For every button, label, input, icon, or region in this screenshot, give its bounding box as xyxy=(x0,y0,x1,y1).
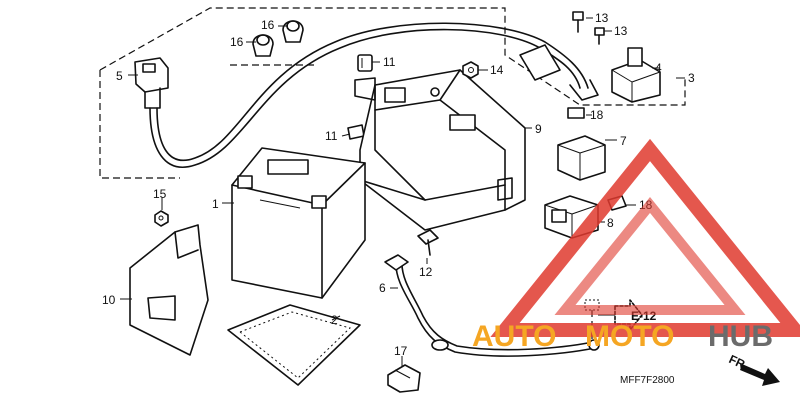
callout-5: 5 xyxy=(116,69,123,83)
fuse-part-18-upper xyxy=(567,107,585,119)
watermark-triangle-outer xyxy=(490,138,800,337)
callout-1: 1 xyxy=(212,197,219,211)
callout-16-b: 16 xyxy=(230,35,244,49)
callout-16-a: 16 xyxy=(261,18,275,32)
callout-11-b: 11 xyxy=(325,129,338,143)
starter-relay-part-7 xyxy=(557,135,606,181)
clip-part-11-lower xyxy=(347,124,365,140)
fuse-box-part-4 xyxy=(611,47,661,103)
callout-17: 15 xyxy=(153,187,167,201)
leader-lines xyxy=(120,17,685,366)
holder-part-15 xyxy=(387,364,421,393)
callout-11-a: 11 xyxy=(383,55,396,69)
terminal-cap-part-5 xyxy=(134,57,169,109)
clamp-part-16-a xyxy=(282,20,304,43)
callout-18-a: 18 xyxy=(590,108,604,122)
clamp-part-16-b xyxy=(252,34,274,57)
front-arrow-icon xyxy=(740,364,780,386)
nut-part-14 xyxy=(462,61,479,79)
callout-7: 7 xyxy=(620,134,627,148)
battery-case-part-9 xyxy=(354,69,526,231)
callout-8: 8 xyxy=(607,216,614,230)
watermark-text: AUTO MOTO HUB xyxy=(472,320,773,353)
watermark-triangle-inner xyxy=(554,197,746,315)
figure-code: MFF7F2800 xyxy=(620,375,675,386)
callout-6: 6 xyxy=(379,281,386,295)
watermark-logo xyxy=(490,138,800,337)
assembly-boundary-dashed xyxy=(99,7,686,179)
bolt-part-12 xyxy=(417,229,439,256)
battery-part-1 xyxy=(231,147,366,299)
callout-12: 12 xyxy=(419,265,433,279)
callout-numbers: 5 16 16 11 11 14 13 13 4 3 9 18 7 18 8 1… xyxy=(102,11,695,358)
callout-4: 4 xyxy=(655,61,662,75)
watermark-text-auto: AUTO xyxy=(472,320,556,353)
watermark-text-hub: HUB xyxy=(708,320,773,353)
wire-harness-part-3 xyxy=(149,22,599,168)
callout-10: 10 xyxy=(102,293,116,307)
clip-part-11-upper xyxy=(357,54,373,72)
callout-15: 17 xyxy=(394,344,408,358)
watermark-text-moto: MOTO xyxy=(585,320,674,353)
callout-2: 2 xyxy=(331,313,338,327)
bolt-part-13-b xyxy=(594,27,605,45)
callout-3: 3 xyxy=(688,71,695,85)
callout-14: 14 xyxy=(490,63,504,77)
callout-13-a: 13 xyxy=(595,11,609,25)
negative-cable-part-6 xyxy=(384,254,600,357)
callout-9: 9 xyxy=(535,122,542,136)
bracket-part-10 xyxy=(129,224,209,356)
bolt-part-13-a xyxy=(572,11,584,33)
bolt-part-17 xyxy=(154,210,169,227)
front-direction-indicator: FR. xyxy=(727,352,780,386)
rubber-pad-part-2 xyxy=(227,304,361,386)
callout-13-b: 13 xyxy=(614,24,628,38)
